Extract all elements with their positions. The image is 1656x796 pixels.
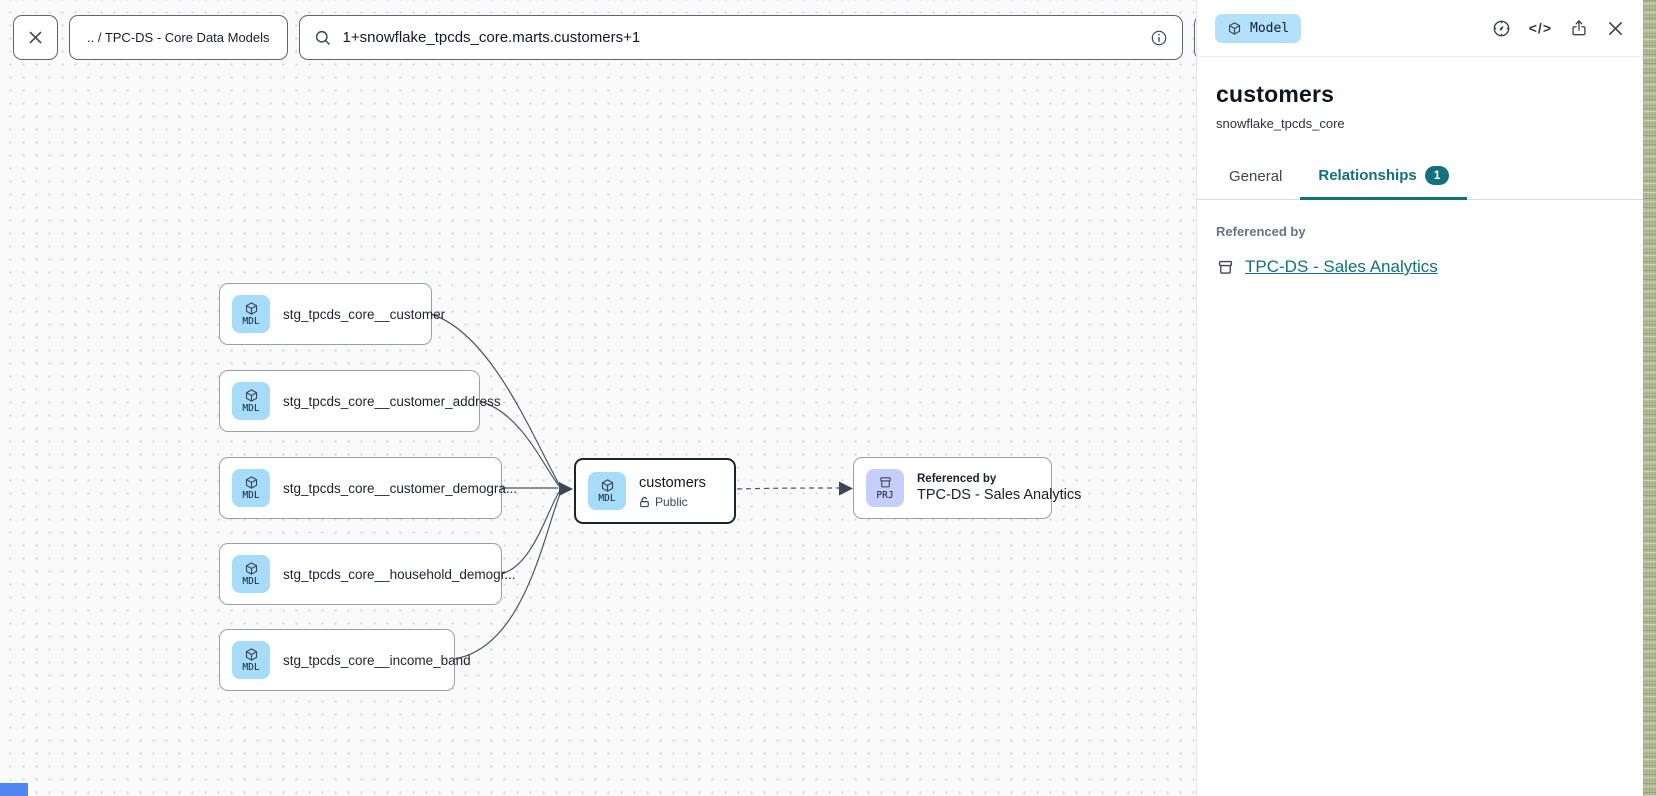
cube-icon xyxy=(600,478,615,493)
tab-general[interactable]: General xyxy=(1211,168,1300,200)
project-badge-icon: PRJ xyxy=(866,469,904,507)
node-type-tag: MDL xyxy=(242,316,260,328)
cube-icon xyxy=(244,388,259,403)
referenced-by-heading: Referenced by xyxy=(1216,224,1306,239)
node-stg-customer[interactable]: MDL stg_tpcds_core__customer xyxy=(219,283,445,345)
node-type-tag: MDL xyxy=(242,576,260,588)
model-title: customers xyxy=(1216,81,1335,107)
details-panel: Model </> customers snowflake_tpcds_core xyxy=(1196,0,1643,796)
node-label: TPC-DS - Sales Analytics xyxy=(917,487,1082,503)
model-badge-icon: MDL xyxy=(232,469,270,507)
edge-referenced-by xyxy=(736,487,841,490)
tab-relationships[interactable]: Relationships 1 xyxy=(1300,166,1468,200)
lineage-canvas[interactable]: MDL stg_tpcds_core__customer MDL stg_tpc… xyxy=(0,0,1239,796)
edge-household-demographics xyxy=(500,491,560,575)
details-panel-body: customers snowflake_tpcds_core xyxy=(1197,81,1643,131)
resource-type-label: Model xyxy=(1250,20,1290,36)
canvas-toolbar: .. / TPC-DS - Core Data Models xyxy=(13,15,1239,60)
model-package: snowflake_tpcds_core xyxy=(1216,116,1345,131)
node-label: stg_tpcds_core__customer_address xyxy=(283,393,501,409)
node-label: stg_tpcds_core__income_band xyxy=(283,652,471,668)
tab-label: Relationships xyxy=(1318,167,1417,184)
model-badge-icon: MDL xyxy=(232,555,270,593)
cube-icon xyxy=(244,647,259,662)
close-lineage-button[interactable] xyxy=(13,15,58,60)
node-type-tag: MDL xyxy=(242,490,260,502)
screen-edge-artifact xyxy=(1643,0,1656,796)
relationships-count-badge: 1 xyxy=(1424,166,1450,185)
node-label: stg_tpcds_core__household_demogr... xyxy=(283,566,516,582)
archive-icon xyxy=(1216,258,1235,277)
resource-type-badge: Model xyxy=(1215,13,1302,43)
node-customers-selected[interactable]: MDL customers Public xyxy=(574,458,736,524)
lineage-edges xyxy=(430,313,853,660)
share-icon[interactable] xyxy=(1569,18,1589,38)
model-badge-icon: MDL xyxy=(232,641,270,679)
search-icon xyxy=(314,29,332,47)
cube-icon xyxy=(244,301,259,316)
details-panel-header: Model </> xyxy=(1197,0,1643,57)
lineage-search-box xyxy=(298,15,1183,60)
referenced-by-label: Referenced by xyxy=(917,473,997,485)
explore-icon[interactable] xyxy=(1491,18,1512,39)
code-icon[interactable]: </> xyxy=(1528,20,1552,36)
archive-icon xyxy=(878,475,893,490)
relationships-content: Referenced by TPC-DS - Sales Analytics xyxy=(1197,224,1643,277)
arrowhead-out xyxy=(839,481,853,496)
node-type-tag: PRJ xyxy=(876,490,894,502)
model-badge-icon: MDL xyxy=(232,382,270,420)
cube-icon xyxy=(1227,21,1242,36)
node-label: stg_tpcds_core__customer xyxy=(283,306,446,322)
panel-tabs: General Relationships 1 xyxy=(1197,157,1643,200)
visibility-label: Public xyxy=(655,494,688,509)
tab-label: General xyxy=(1229,168,1283,185)
node-type-tag: MDL xyxy=(242,662,260,674)
cube-icon xyxy=(244,561,259,576)
arrowhead-in xyxy=(559,482,573,496)
node-type-tag: MDL xyxy=(242,403,260,415)
node-stg-income-band[interactable]: MDL stg_tpcds_core__income_band xyxy=(219,629,471,691)
unlock-icon xyxy=(639,496,650,508)
node-type-tag: MDL xyxy=(598,493,616,505)
model-badge-icon: MDL xyxy=(232,295,270,333)
close-icon xyxy=(27,29,44,46)
node-stg-customer-address[interactable]: MDL stg_tpcds_core__customer_address xyxy=(219,370,501,432)
breadcrumb[interactable]: .. / TPC-DS - Core Data Models xyxy=(69,15,288,60)
lineage-selector-input[interactable] xyxy=(342,29,1139,46)
close-panel-icon[interactable] xyxy=(1606,19,1625,38)
project-link[interactable]: TPC-DS - Sales Analytics xyxy=(1245,257,1438,276)
reference-item: TPC-DS - Sales Analytics xyxy=(1216,257,1624,277)
node-label: stg_tpcds_core__customer_demogra... xyxy=(283,480,518,496)
panel-actions: </> xyxy=(1491,18,1625,39)
node-stg-household-demographics[interactable]: MDL stg_tpcds_core__household_demogr... xyxy=(219,543,516,605)
node-label: customers xyxy=(639,474,706,491)
model-badge-icon: MDL xyxy=(588,472,626,510)
node-project-sales-analytics[interactable]: PRJ Referenced by TPC-DS - Sales Analyti… xyxy=(853,457,1081,519)
minimap-corner xyxy=(0,783,28,796)
cube-icon xyxy=(244,475,259,490)
info-icon[interactable] xyxy=(1150,29,1168,47)
node-stg-customer-demographics[interactable]: MDL stg_tpcds_core__customer_demogra... xyxy=(219,457,517,519)
